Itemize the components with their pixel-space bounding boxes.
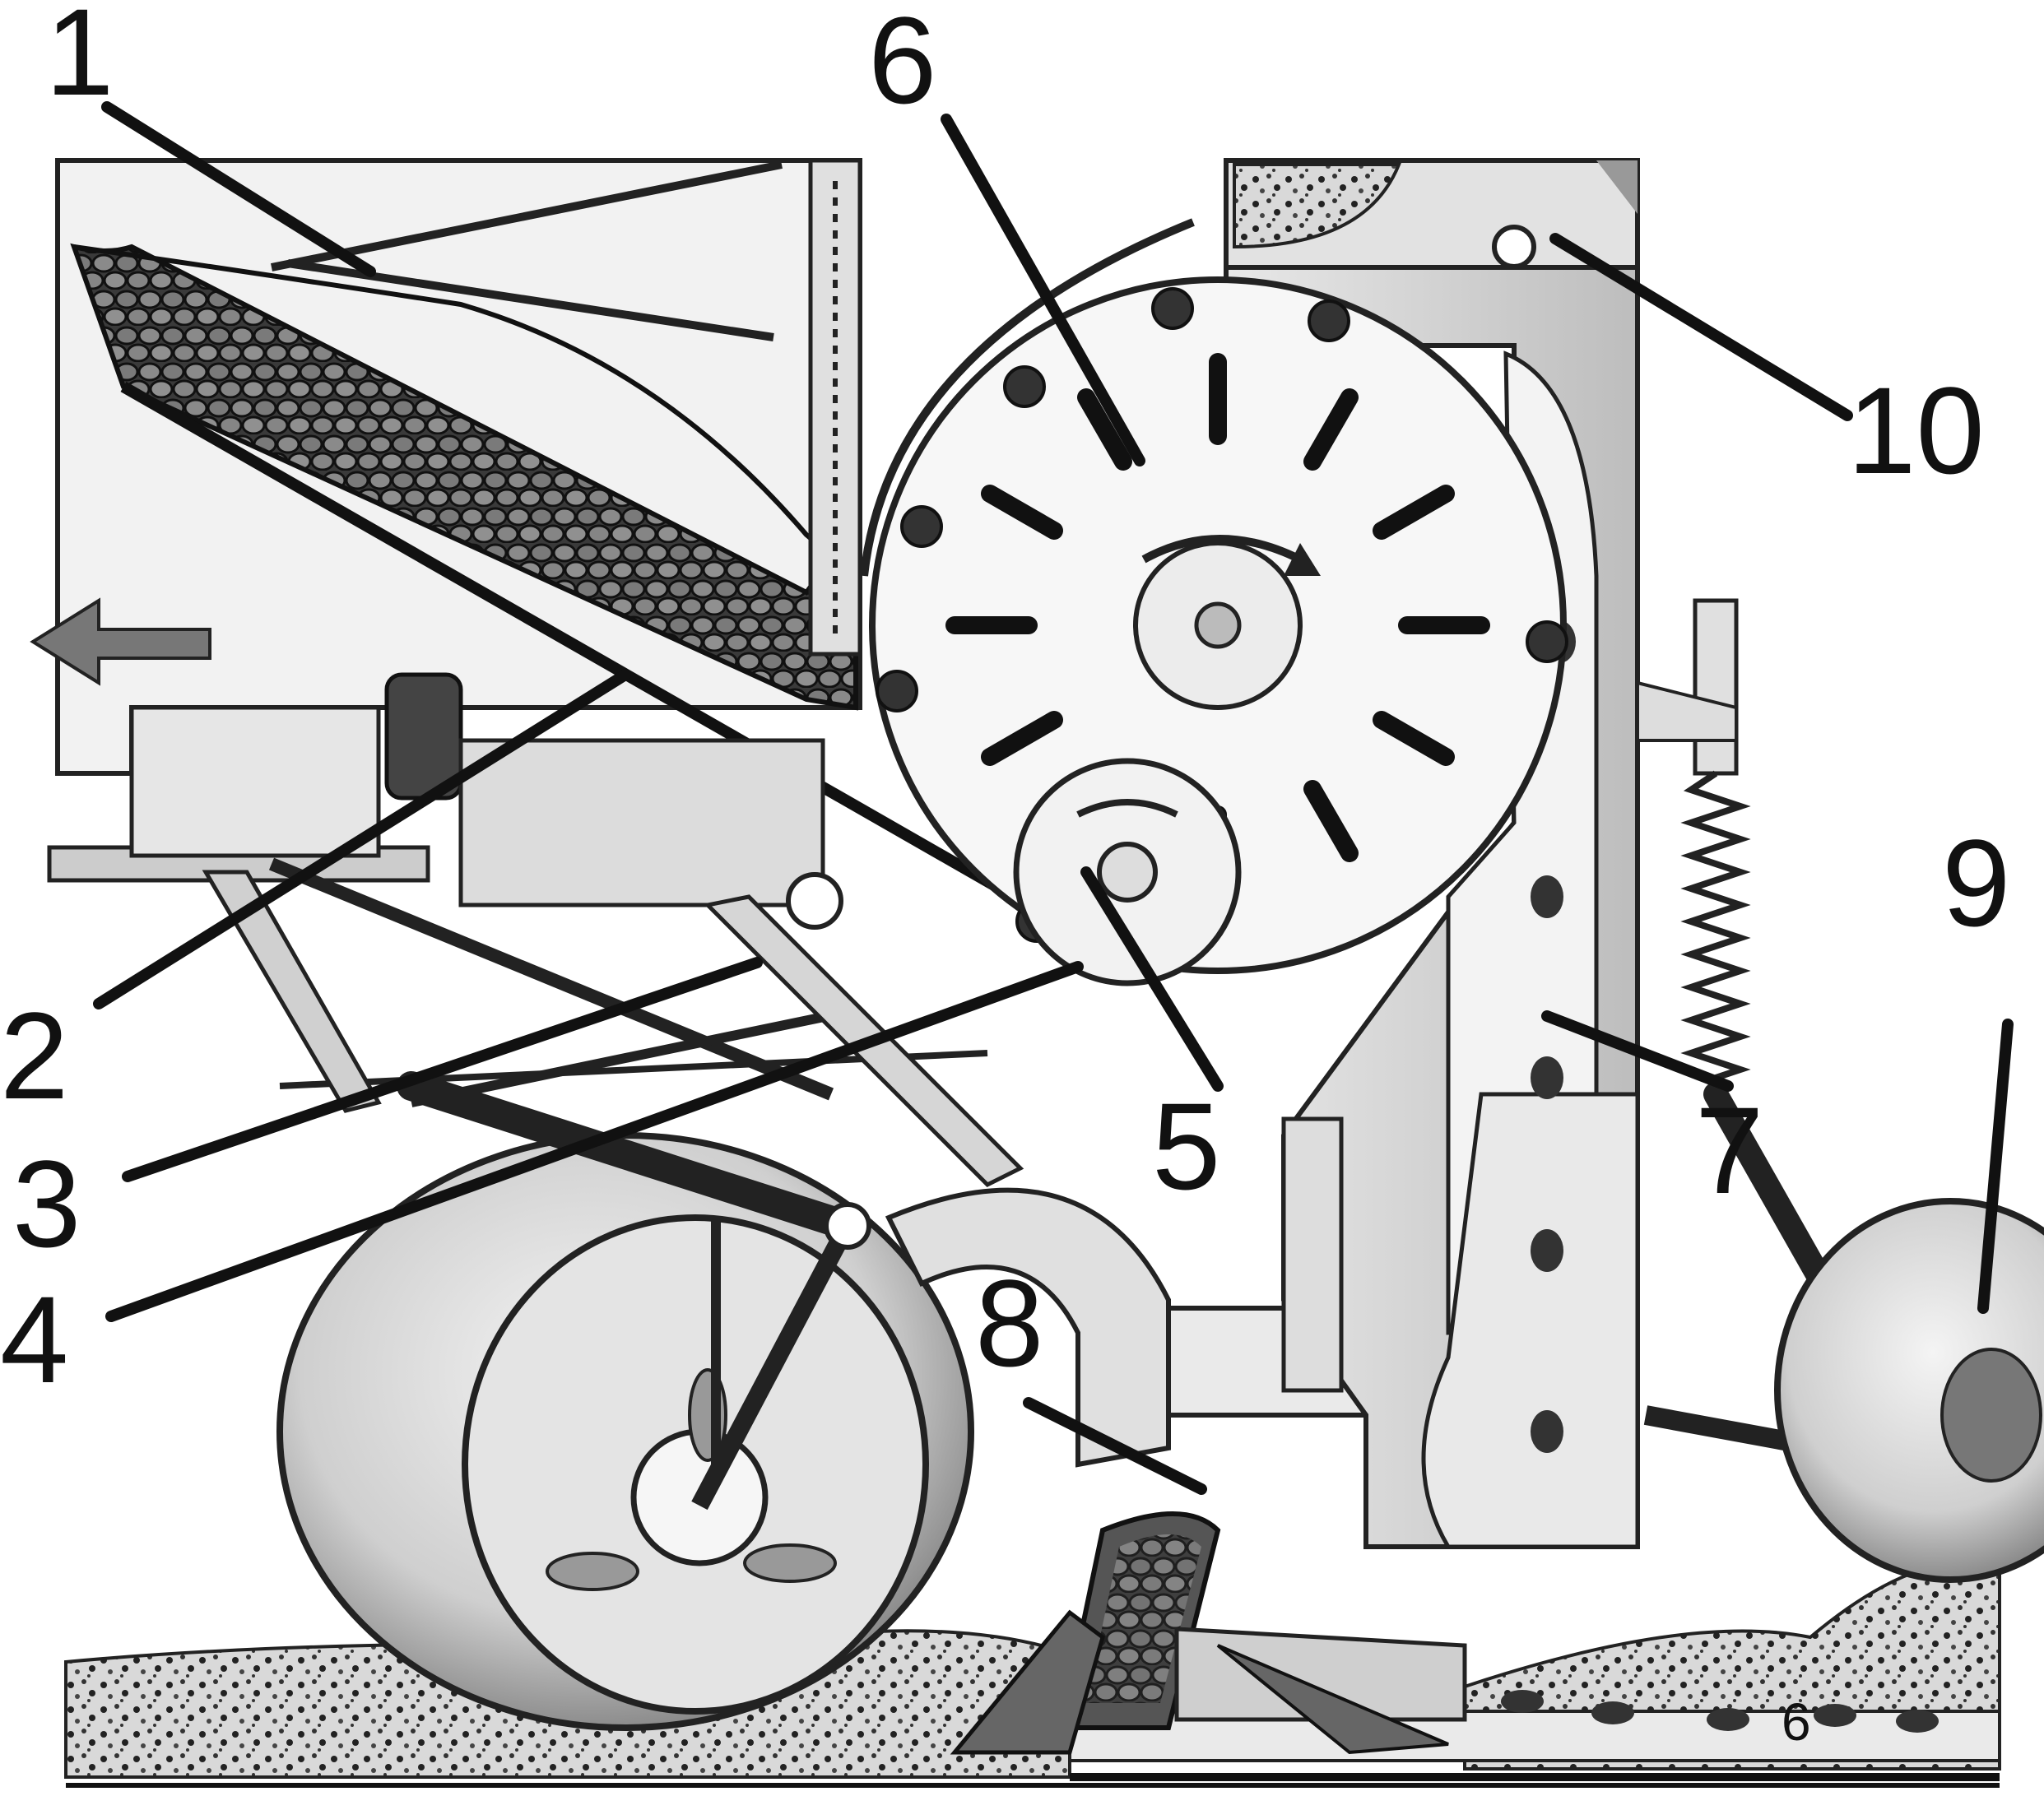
cup-grippers: [876, 287, 1568, 943]
callout-6: 6: [868, 0, 936, 129]
frame: [47, 672, 1024, 1188]
leader-3: [122, 957, 763, 1182]
callout-8: 8: [975, 1254, 1043, 1392]
leader-1: [101, 101, 376, 277]
leader-9: [1977, 1019, 2014, 1314]
support-wheel: [276, 1071, 974, 1731]
callout-4: 4: [0, 1270, 68, 1409]
callout-3: 3: [12, 1135, 81, 1273]
travel-direction-arrow-icon: [30, 597, 211, 686]
callout-9: 9: [1942, 814, 2010, 952]
agitator-wheel: [1013, 758, 1242, 986]
leader-lines: [93, 101, 2014, 1495]
furrow-tuber-label: 6: [1782, 1692, 1811, 1752]
callout-7: 7: [1695, 1081, 1763, 1219]
leader-7: [1541, 1010, 1734, 1092]
leader-10: [1549, 233, 1853, 421]
callout-10: 10: [1847, 361, 1985, 499]
leader-5: [1080, 866, 1224, 1092]
callout-5: 5: [1152, 1077, 1220, 1215]
covering-disc: [1774, 1198, 2044, 1583]
leader-2: [93, 669, 631, 1009]
leader-8: [1023, 1397, 1207, 1495]
planted-tubers: [1501, 1690, 1939, 1733]
hopper: [55, 158, 1032, 911]
callout-numbers: 1 2 3 4 5 6 7 8 9 10 6: [0, 0, 2010, 1752]
callout-1: 1: [45, 0, 114, 121]
leader-4: [105, 961, 1084, 1322]
callout-2: 2: [0, 986, 68, 1125]
leader-6: [941, 114, 1145, 466]
